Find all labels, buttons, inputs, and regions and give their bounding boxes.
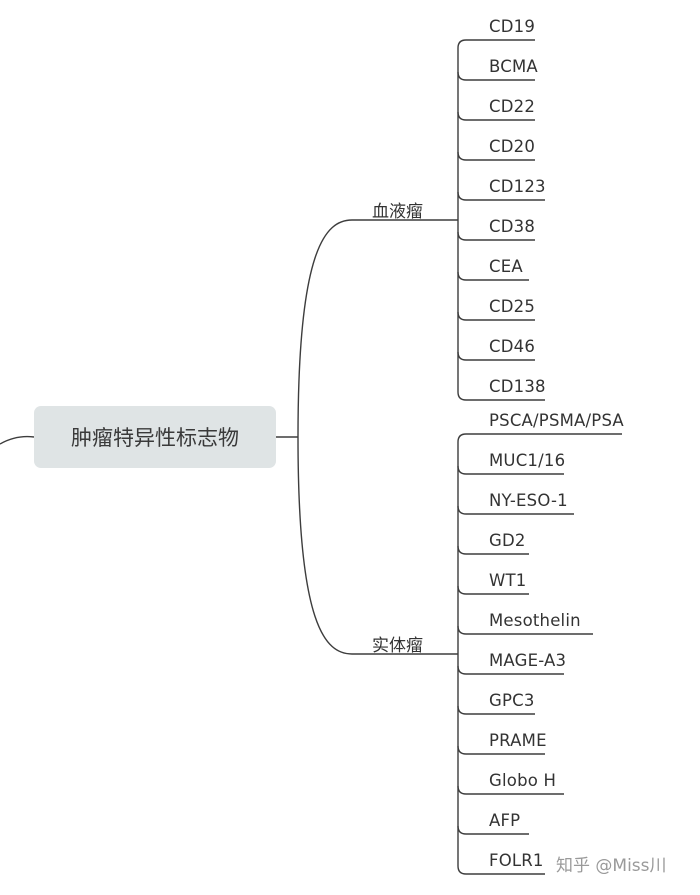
leaf-underline xyxy=(457,111,535,121)
watermark: 知乎 @Miss川 xyxy=(556,856,667,876)
leaf-node[interactable]: NY-ESO-1 xyxy=(489,491,568,510)
leaf-node[interactable]: PSCA/PSMA/PSA xyxy=(489,411,624,430)
leaf-node[interactable]: PRAME xyxy=(489,731,547,750)
leaf-underline xyxy=(457,865,545,875)
leaf-underline xyxy=(457,151,535,161)
leaf-underline xyxy=(457,231,535,241)
leaf-node[interactable]: CD20 xyxy=(489,137,536,156)
leaf-underline xyxy=(457,39,535,49)
leaf-underline xyxy=(457,311,535,321)
leaf-underline xyxy=(457,433,622,443)
leaf-node[interactable]: CD138 xyxy=(489,377,546,396)
leaf-underline xyxy=(457,825,529,835)
leaf-underline xyxy=(457,271,529,281)
incoming-connector xyxy=(0,435,35,445)
leaf-node[interactable]: MUC1/16 xyxy=(489,451,566,470)
branch-connector-solid xyxy=(297,436,458,655)
leaf-underline xyxy=(457,391,545,401)
leaf-underline xyxy=(457,505,574,515)
leaf-underline xyxy=(457,745,545,755)
branch-node-label: 血液瘤 xyxy=(372,202,423,222)
leaf-underline xyxy=(457,191,545,201)
root-node-label: 肿瘤特异性标志物 xyxy=(71,426,239,450)
leaf-underline xyxy=(457,785,564,795)
leaf-underline xyxy=(457,585,529,595)
leaf-node[interactable]: CD46 xyxy=(489,337,536,356)
leaf-node[interactable]: CD123 xyxy=(489,177,546,196)
leaf-node[interactable]: Mesothelin xyxy=(489,611,581,630)
leaf-node[interactable]: CD19 xyxy=(489,17,536,36)
branch-node-solid[interactable]: 实体瘤 xyxy=(372,631,423,656)
leaf-node[interactable]: AFP xyxy=(489,811,521,830)
leaf-node[interactable]: CEA xyxy=(489,257,523,276)
leaf-underline xyxy=(457,545,529,555)
leaf-node[interactable]: FOLR1 xyxy=(489,851,544,870)
leaf-underline xyxy=(457,351,535,361)
leaf-underline xyxy=(457,705,535,715)
leaf-node[interactable]: CD22 xyxy=(489,97,536,116)
leaf-node[interactable]: CD38 xyxy=(489,217,536,236)
leaf-node[interactable]: CD25 xyxy=(489,297,536,316)
leaf-underline xyxy=(457,465,564,475)
leaf-node[interactable]: WT1 xyxy=(489,571,527,590)
leaf-underline xyxy=(457,71,535,81)
leaf-node[interactable]: GPC3 xyxy=(489,691,535,710)
branch-connector-blood xyxy=(297,219,458,438)
root-node[interactable]: 肿瘤特异性标志物 xyxy=(34,406,276,468)
leaf-underline xyxy=(457,625,593,635)
leaf-node[interactable]: MAGE-A3 xyxy=(489,651,567,670)
leaf-underline xyxy=(457,665,564,675)
leaf-node[interactable]: BCMA xyxy=(489,57,538,76)
branch-node-blood[interactable]: 血液瘤 xyxy=(372,197,423,222)
leaf-node[interactable]: GD2 xyxy=(489,531,526,550)
branch-node-label: 实体瘤 xyxy=(372,636,423,656)
leaf-node[interactable]: Globo H xyxy=(489,771,557,790)
